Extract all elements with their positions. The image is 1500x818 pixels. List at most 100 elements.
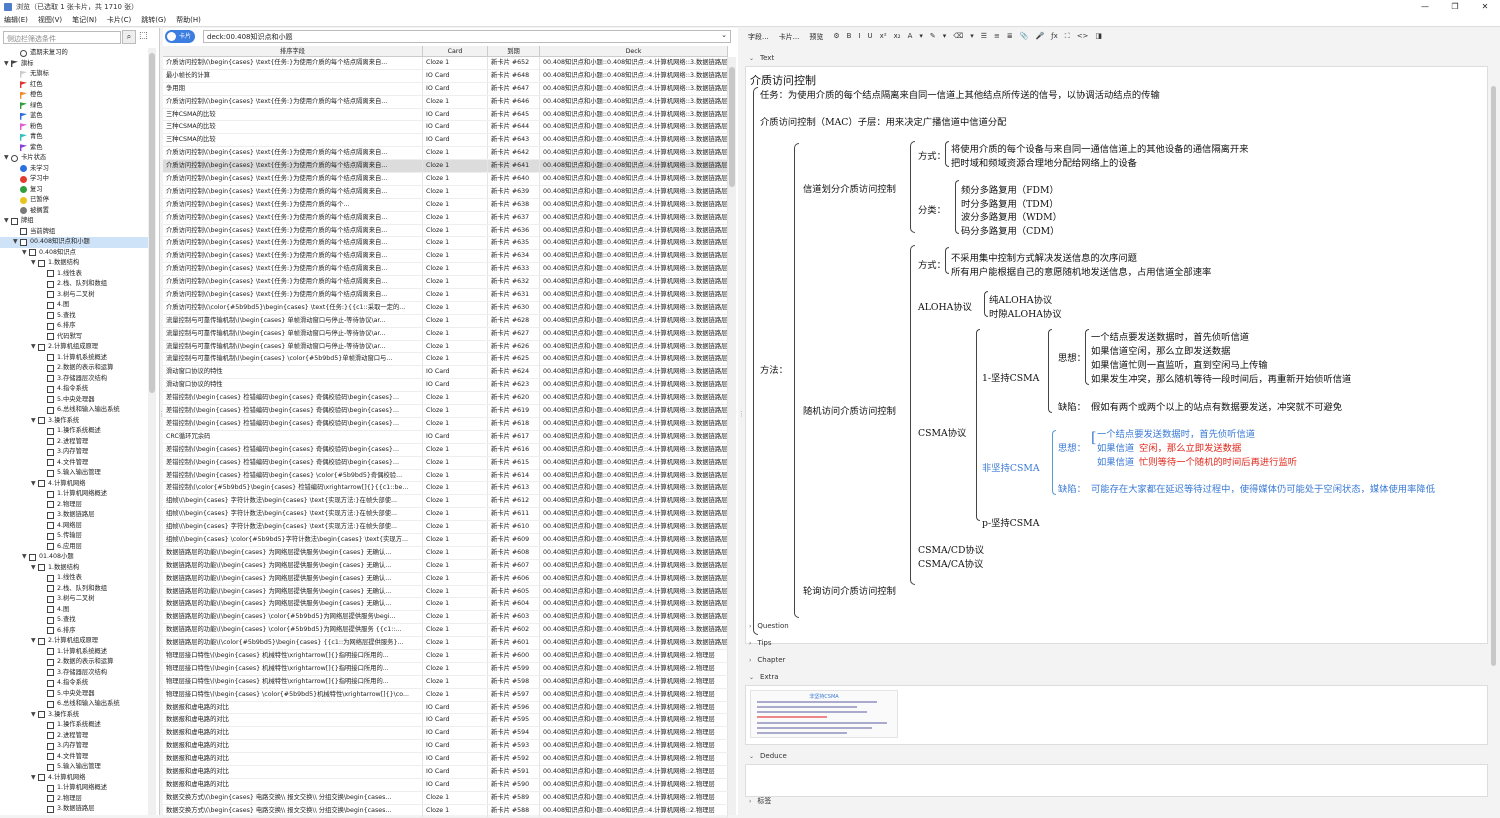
- fullscreen-icon[interactable]: ⛶: [1064, 32, 1070, 40]
- table-row[interactable]: 介质访问控制\(\begin{cases} \text{任务:}为使用介质的每个…: [163, 250, 728, 264]
- table-scroll-thumb[interactable]: [729, 67, 735, 187]
- sidebar-item[interactable]: 5.输入输出管理: [0, 762, 148, 773]
- table-row[interactable]: 组帧\(\begin{cases} 字符计数法\begin{cases} \te…: [163, 521, 728, 534]
- minimize-button[interactable]: —: [1421, 2, 1429, 11]
- table-row[interactable]: 数据链路层的功能\(\begin{cases} \color{#5b9bd5}为…: [163, 611, 728, 625]
- table-row[interactable]: 物理层接口特性\(\begin{cases} \color{#5b9bd5}机械…: [163, 688, 728, 702]
- chevron-down-icon[interactable]: ⌄: [721, 31, 727, 39]
- table-row[interactable]: 介质访问控制\(\begin{cases} \text{任务:}为使用介质的每个…: [163, 160, 728, 174]
- chevron-down-icon[interactable]: ▼: [31, 416, 36, 424]
- sidebar-item[interactable]: 2.栈、队列和数组: [0, 279, 148, 290]
- sidebar-item[interactable]: 2.进程管理: [0, 731, 148, 742]
- table-row[interactable]: 流量控制与可靠传输机制\(\begin{cases} 单帧滑动窗口与停止-等待协…: [163, 340, 728, 354]
- sidebar-item[interactable]: 1.计算机网络概述: [0, 783, 148, 794]
- cards-button[interactable]: 卡片...: [778, 32, 800, 41]
- table-row[interactable]: 介质访问控制\(\begin{cases} \text{任务:}为使用介质的每个…: [163, 263, 728, 277]
- sidebar-item[interactable]: 4.文件管理: [0, 752, 148, 763]
- sidebar-item[interactable]: 1.操作系统概述: [0, 426, 148, 437]
- bold-icon[interactable]: B: [846, 32, 852, 40]
- extra-field-editor[interactable]: 非坚持CSMA: [745, 685, 1488, 745]
- sidebar-item[interactable]: 1.线性表: [0, 269, 148, 280]
- sidebar-item[interactable]: 2.物理层: [0, 500, 148, 511]
- table-scrollbar[interactable]: [728, 57, 736, 815]
- chevron-down-icon[interactable]: ▼: [13, 238, 18, 245]
- table-row[interactable]: 差错控制\(\begin{cases} 检错编码\begin{cases} 奇偶…: [163, 417, 728, 431]
- table-row[interactable]: 介质访问控制\(\begin{cases} \text{任务:}为使用介质的每个…: [163, 57, 728, 70]
- sidebar-item[interactable]: ▼4.计算机网络: [0, 773, 148, 784]
- sidebar-item[interactable]: 6.总线和输入输出系统: [0, 699, 148, 710]
- sidebar-item[interactable]: 4.指令系统: [0, 678, 148, 689]
- sidebar-item[interactable]: 2.物理层: [0, 794, 148, 805]
- table-row[interactable]: 数据链路层的功能\(\begin{cases} 为网络层提供服务\begin{c…: [163, 585, 728, 599]
- sidebar-item[interactable]: 代码默写: [0, 332, 148, 343]
- menu-go[interactable]: 跳转(G): [141, 15, 167, 24]
- cards-notes-toggle[interactable]: 卡片: [165, 30, 195, 43]
- sidebar-item[interactable]: ▼4.计算机网络: [0, 479, 148, 490]
- deduce-field-editor[interactable]: [745, 764, 1488, 797]
- sidebar-item[interactable]: 被搁置: [0, 206, 148, 217]
- preview-button[interactable]: 预览: [809, 32, 824, 41]
- sidebar-item[interactable]: 2.数据的表示和运算: [0, 363, 148, 374]
- table-row[interactable]: 数据链路层的功能\(\begin{cases} \color{#5b9bd5}为…: [163, 624, 728, 638]
- sidebar-item[interactable]: ▼01.408小题: [0, 552, 148, 563]
- table-row[interactable]: 物理层接口特性\(\begin{cases} 机械特性\xrightarrow[…: [163, 675, 728, 689]
- sidebar-item[interactable]: 5.传输层: [0, 531, 148, 542]
- ordered-list-icon[interactable]: ≡: [993, 32, 1000, 40]
- sidebar-item[interactable]: 1.计算机系统概述: [0, 647, 148, 658]
- sidebar-item[interactable]: 已暂停: [0, 195, 148, 206]
- table-row[interactable]: 介质访问控制\(\begin{cases} \text{任务:}为使用介质的每个…: [163, 198, 728, 212]
- table-row[interactable]: 介质访问控制\(\begin{cases} \text{任务:}为使用介质的每个…: [163, 211, 728, 225]
- table-row[interactable]: 差错控制\(\color{#5b9bd5}\begin{cases} 检错编码\…: [163, 482, 728, 496]
- table-row[interactable]: 组帧\(\begin{cases} \color{#5b9bd5}字符计数法\b…: [163, 533, 728, 547]
- sidebar-item[interactable]: 4.图: [0, 300, 148, 311]
- sidebar-item[interactable]: 4.图: [0, 605, 148, 616]
- sidebar-item[interactable]: ▼3.操作系统: [0, 710, 148, 721]
- editor-scrollbar[interactable]: [1490, 66, 1497, 666]
- sidebar-item[interactable]: 青色: [0, 132, 148, 143]
- sidebar-item[interactable]: 5.中央处理器: [0, 689, 148, 700]
- sidebar-item[interactable]: 紫色: [0, 143, 148, 154]
- sidebar-scrollbar[interactable]: [148, 48, 156, 815]
- chevron-down-icon[interactable]: ▼: [22, 553, 27, 560]
- menu-view[interactable]: 视图(V): [37, 15, 63, 24]
- menu-edit[interactable]: 编辑(E): [4, 15, 28, 24]
- sidebar-item[interactable]: 6.排序: [0, 626, 148, 637]
- sidebar-item[interactable]: ▼1.数据结构: [0, 258, 148, 269]
- sidebar-item[interactable]: 未学习: [0, 164, 148, 175]
- sidebar-item[interactable]: 2.数据的表示和运算: [0, 657, 148, 668]
- sidebar-search-input[interactable]: 侧边栏筛选条件: [3, 31, 121, 44]
- menu-cards[interactable]: 卡片(C): [106, 15, 132, 24]
- record-icon[interactable]: 🎤: [1035, 32, 1045, 40]
- chevron-down-icon[interactable]: ▾: [942, 32, 947, 40]
- chevron-down-icon[interactable]: ▼: [31, 259, 36, 266]
- table-row[interactable]: 差错控制\(\begin{cases} 检错编码\begin{cases} 奇偶…: [163, 456, 728, 470]
- chevron-down-icon[interactable]: ▾: [970, 32, 974, 40]
- sidebar-item[interactable]: 6.总线和输入输出系统: [0, 405, 148, 416]
- field-text-header[interactable]: ⌄Text: [749, 54, 774, 62]
- sidebar-item[interactable]: 4.网络层: [0, 521, 148, 532]
- chevron-down-icon[interactable]: ▼: [31, 343, 36, 350]
- subscript-icon[interactable]: x₂: [893, 32, 901, 40]
- table-row[interactable]: 介质访问控制\(\begin{cases} \text{任务:}为使用介质的每个…: [163, 276, 728, 290]
- sidebar-item[interactable]: 3.内存管理: [0, 447, 148, 458]
- italic-icon[interactable]: I: [858, 32, 861, 40]
- sidebar-item[interactable]: 6.排序: [0, 321, 148, 332]
- unordered-list-icon[interactable]: ☰: [980, 32, 987, 40]
- table-row[interactable]: 介质访问控制\(\begin{cases} \text{任务:}为使用介质的每个…: [163, 185, 728, 199]
- sidebar-item[interactable]: 蓝色: [0, 111, 148, 122]
- chevron-down-icon[interactable]: ▼: [4, 59, 9, 67]
- table-row[interactable]: 差错控制\(\begin{cases} 检错编码\begin{cases} \c…: [163, 469, 728, 483]
- sidebar-item[interactable]: 6.应用层: [0, 542, 148, 553]
- column-card[interactable]: Card: [423, 46, 488, 56]
- table-row[interactable]: 数据交换方式\(\begin{cases} 电路交换\\ 报文交换\\ 分组交换…: [163, 804, 728, 818]
- sidebar-item[interactable]: 5.输入输出管理: [0, 468, 148, 479]
- sidebar-item[interactable]: 4.文件管理: [0, 458, 148, 469]
- sidebar-item[interactable]: ▼2.计算机组成原理: [0, 342, 148, 353]
